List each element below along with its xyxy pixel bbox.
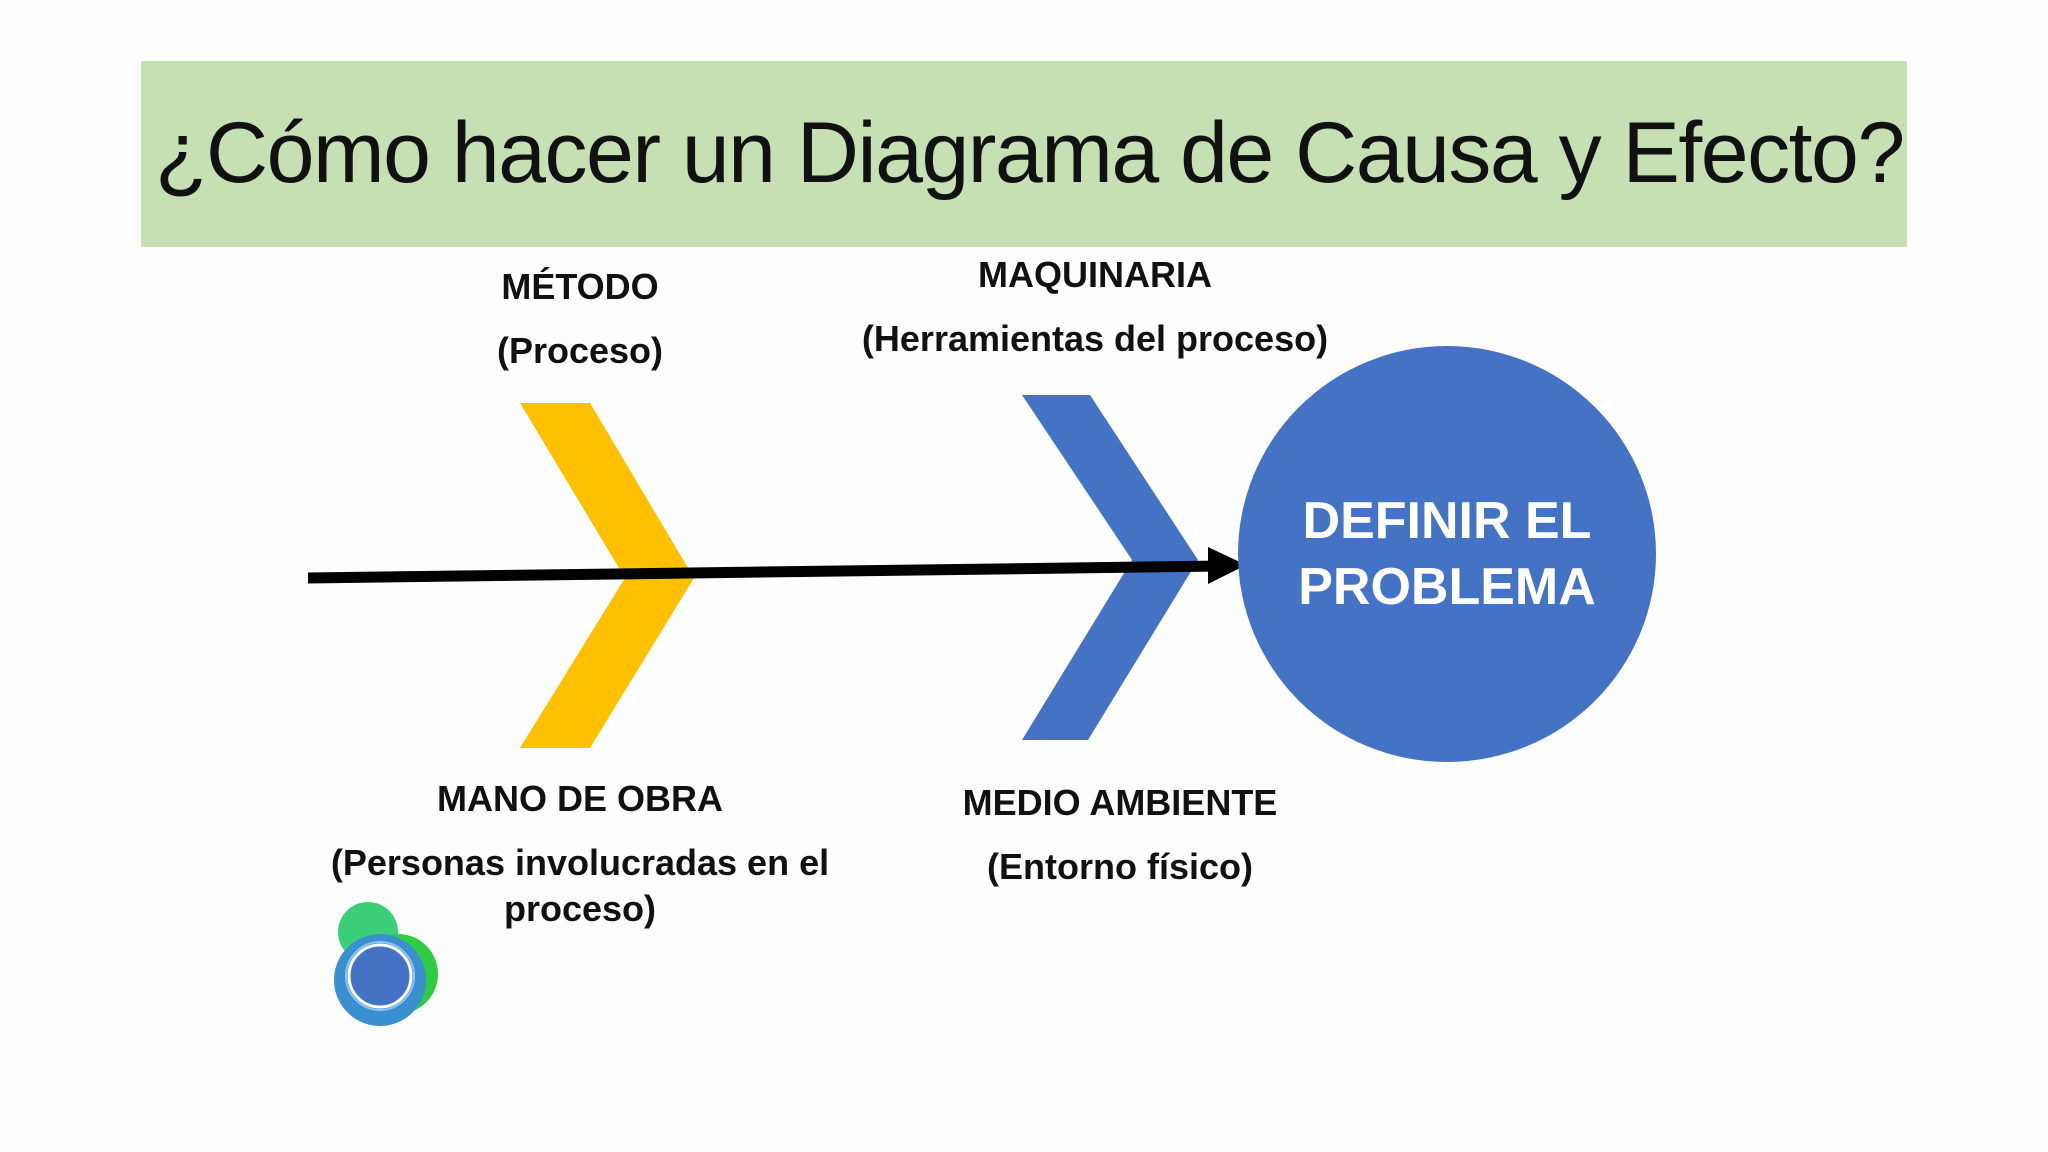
cause-medio-ambiente-title: MEDIO AMBIENTE	[962, 782, 1278, 823]
title-band: ¿Cómo hacer un Diagrama de Causa y Efect…	[141, 61, 1907, 247]
problem-label: DEFINIR EL PROBLEMA	[1298, 492, 1596, 616]
overlapping-circles-logo-icon	[334, 902, 438, 1026]
cause-metodo-subtitle: (Proceso)	[496, 330, 664, 371]
spine-line	[307, 560, 1223, 584]
slide-title: ¿Cómo hacer un Diagrama de Causa y Efect…	[155, 105, 1905, 201]
cause-medio-ambiente: MEDIO AMBIENTE (Entorno físico)	[900, 780, 1340, 890]
cause-mano-de-obra-title: MANO DE OBRA	[437, 778, 723, 819]
cause-mano-de-obra-subtitle: (Personas involucradas en el proceso)	[330, 842, 830, 929]
cause-metodo-title: MÉTODO	[501, 266, 659, 307]
cause-maquinaria-title: MAQUINARIA	[978, 254, 1212, 295]
cause-maquinaria: MAQUINARIA (Herramientas del proceso)	[830, 252, 1360, 362]
cause-mano-de-obra: MANO DE OBRA (Personas involucradas en e…	[330, 776, 830, 932]
spine-arrowhead	[1208, 547, 1246, 584]
cause-maquinaria-subtitle: (Herramientas del proceso)	[861, 318, 1329, 359]
cause-metodo: MÉTODO (Proceso)	[440, 264, 720, 374]
problem-circle: DEFINIR EL PROBLEMA	[1238, 346, 1656, 762]
cause-medio-ambiente-subtitle: (Entorno físico)	[987, 846, 1253, 887]
